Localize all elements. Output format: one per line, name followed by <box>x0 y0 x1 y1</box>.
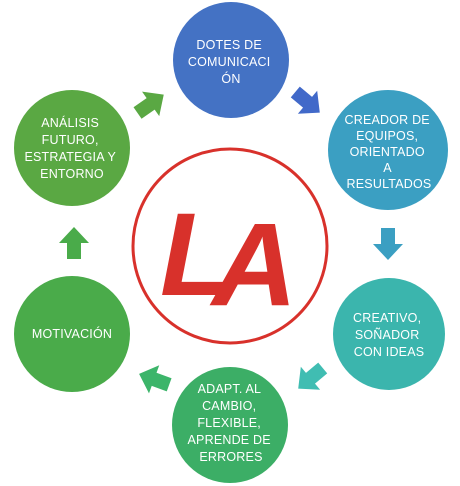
arrow-comunicacion-to-equipos <box>290 86 320 114</box>
node-analisis: ANÁLISIS FUTURO, ESTRATEGIA Y ENTORNO <box>14 90 130 206</box>
node-creativo: CREATIVO, SOÑADOR CON IDEAS <box>333 278 445 390</box>
node-label: CREADOR DE EQUIPOS, ORIENTADO A RESULTAD… <box>344 113 433 191</box>
cycle-arrows <box>59 86 403 394</box>
node-adaptacion: ADAPT. AL CAMBIO, FLEXIBLE, APRENDE DE E… <box>172 367 288 483</box>
node-motivacion: MOTIVACIÓN <box>14 276 130 392</box>
node-circle <box>173 2 289 118</box>
node-circle <box>328 90 448 210</box>
node-circle <box>172 367 288 483</box>
node-label: ANÁLISIS FUTURO, ESTRATEGIA Y ENTORNO <box>24 115 119 181</box>
node-label: CREATIVO, SOÑADOR CON IDEAS <box>353 311 425 359</box>
center-logo: L A <box>131 147 329 345</box>
arrow-equipos-to-creativo <box>373 228 403 260</box>
arrow-motivacion-to-analisis <box>59 227 89 259</box>
node-circle <box>333 278 445 390</box>
node-circle <box>14 276 130 392</box>
arrow-creativo-to-adaptacion <box>298 362 328 390</box>
node-label: MOTIVACIÓN <box>32 326 112 341</box>
node-equipos: CREADOR DE EQUIPOS, ORIENTADO A RESULTAD… <box>328 90 448 210</box>
node-label: ADAPT. AL CAMBIO, FLEXIBLE, APRENDE DE E… <box>188 382 275 464</box>
node-circle <box>14 90 130 206</box>
logo-ring <box>131 147 329 345</box>
node-label: DOTES DE COMUNICACI ÓN <box>188 38 274 86</box>
arrow-analisis-to-comunicacion <box>133 91 164 119</box>
logo-letter-l: L <box>160 189 232 321</box>
logo-letter-a: A <box>209 199 297 331</box>
arrow-adaptacion-to-motivacion <box>139 365 172 394</box>
node-comunicacion: DOTES DE COMUNICACI ÓN <box>173 2 289 118</box>
